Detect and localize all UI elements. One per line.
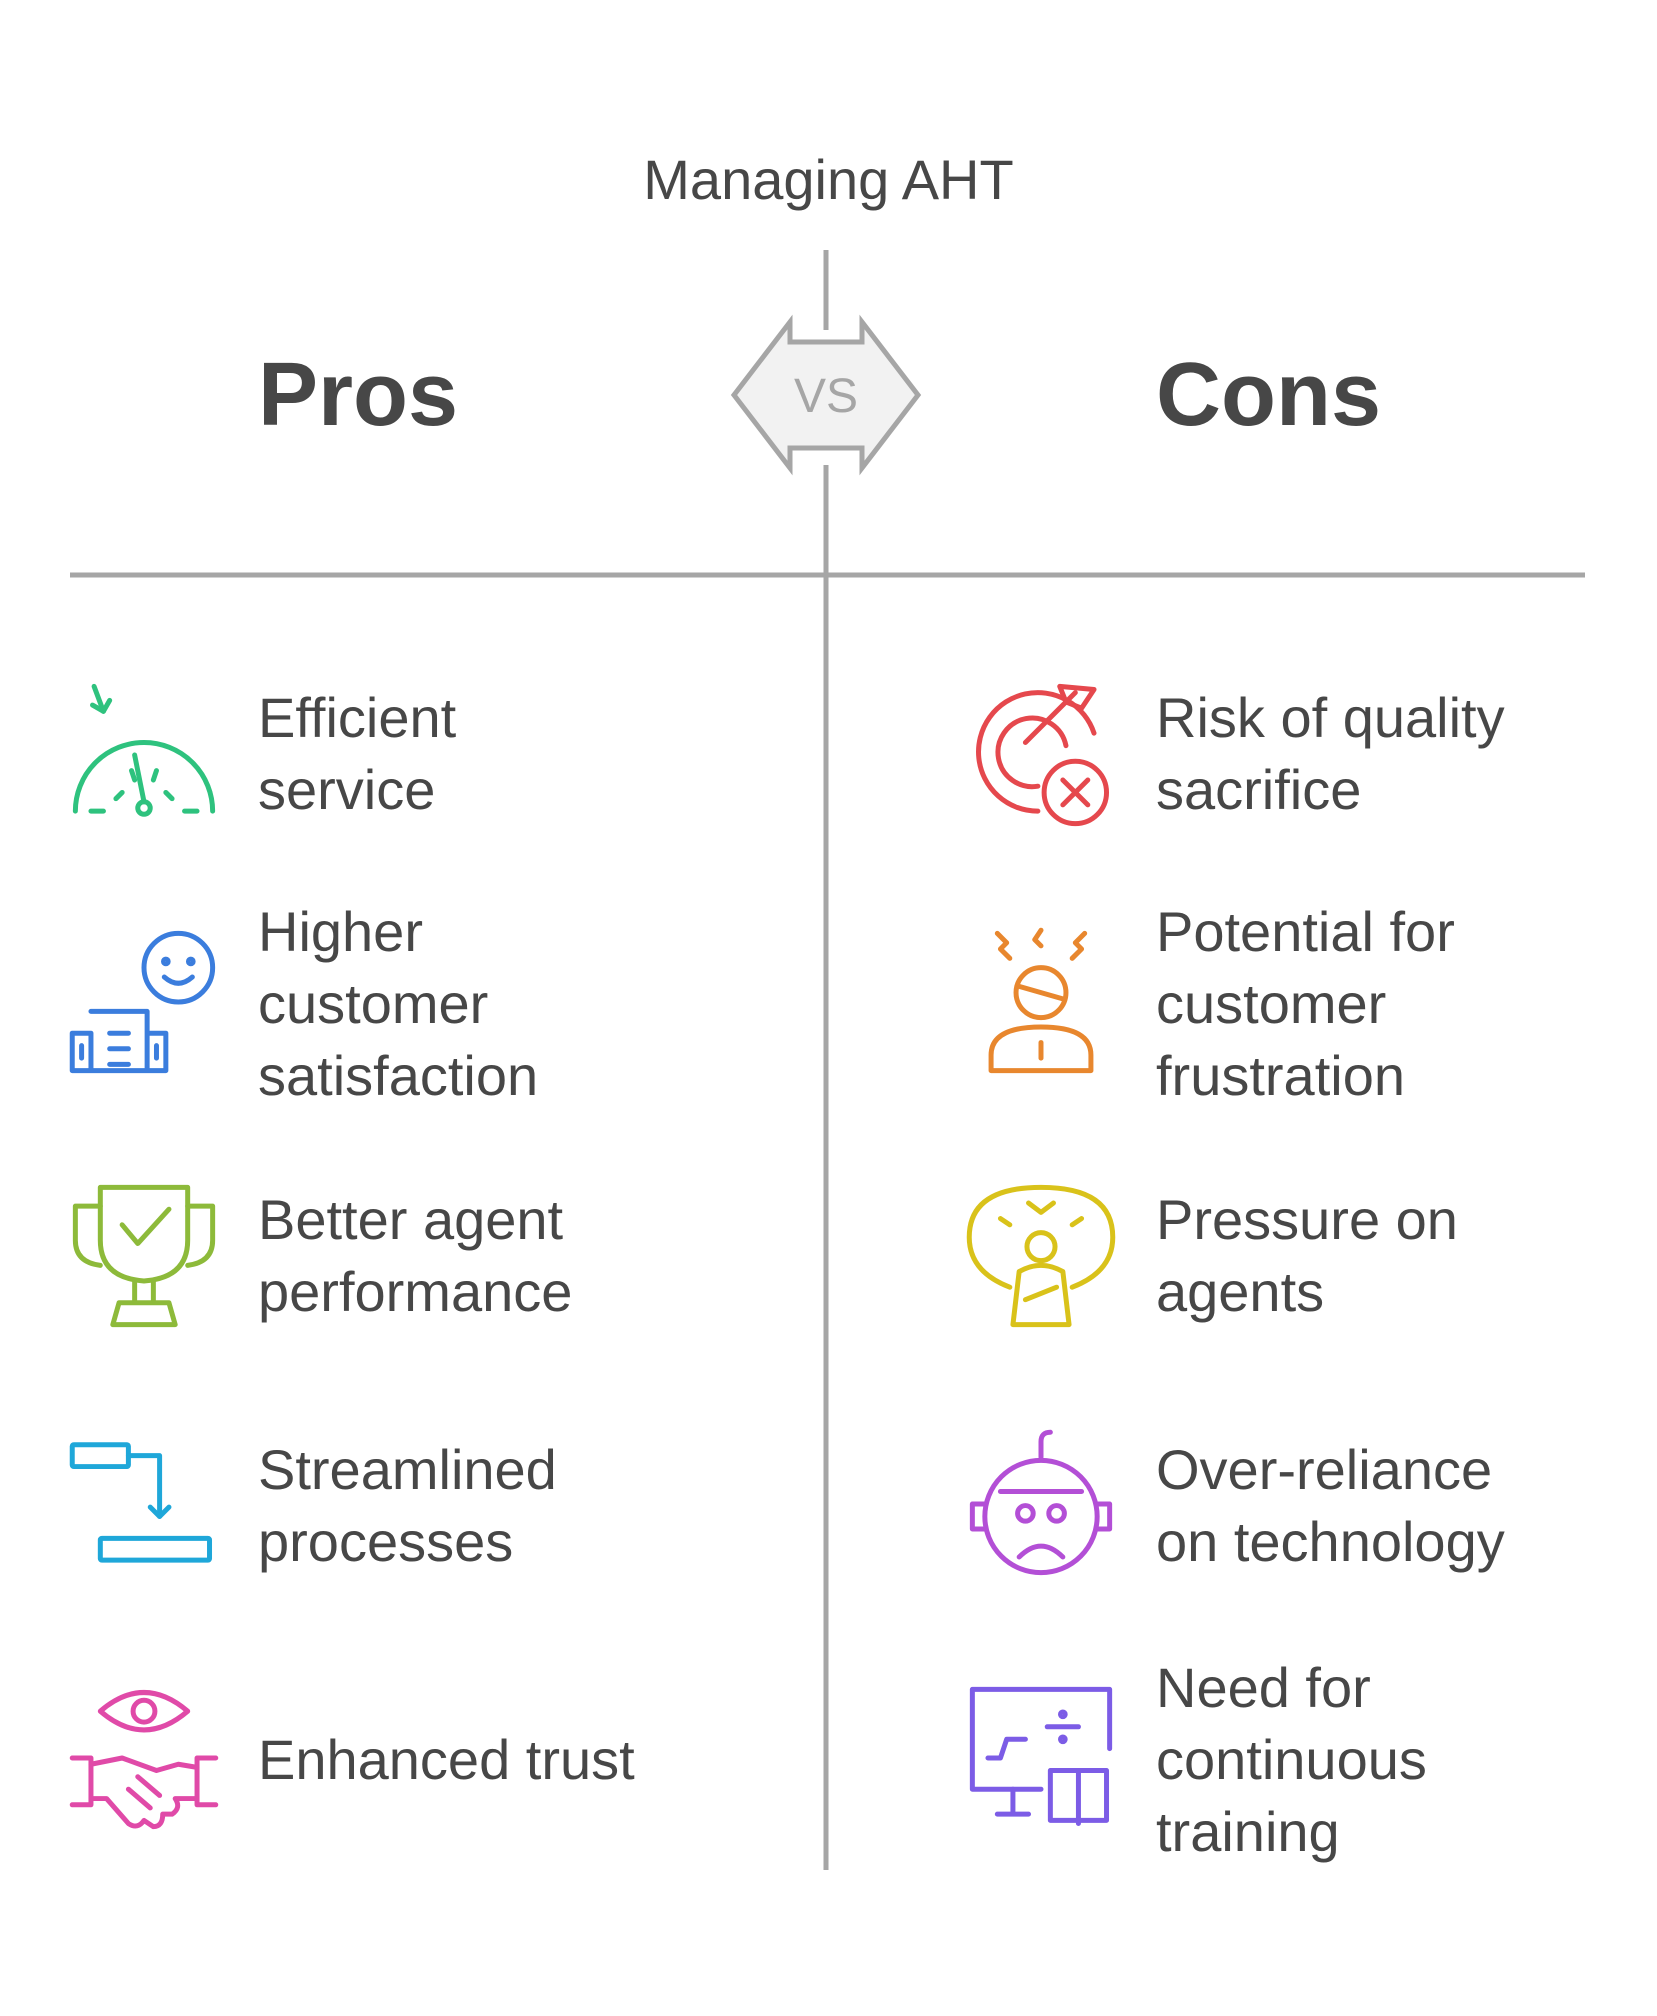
handshake-eye-icon xyxy=(66,1680,222,1836)
pros-heading: Pros xyxy=(258,345,459,445)
trophy-check-icon xyxy=(66,1178,222,1334)
training-screen-icon xyxy=(963,1680,1119,1836)
target-x-icon xyxy=(963,677,1119,833)
frustrated-person-icon xyxy=(963,924,1119,1080)
smiley-buildings-icon xyxy=(66,924,222,1080)
sad-robot-icon xyxy=(963,1426,1119,1582)
vs-badge: VS xyxy=(730,314,922,476)
vs-label: VS xyxy=(794,370,858,423)
cons-heading: Cons xyxy=(1156,345,1381,445)
speedometer-icon xyxy=(66,677,222,833)
pressured-agent-icon xyxy=(963,1178,1119,1334)
pros-item-5: Enhanced trust xyxy=(258,1728,635,1791)
process-flow-icon xyxy=(66,1426,222,1582)
diagram-title: Managing AHT xyxy=(643,148,1014,211)
